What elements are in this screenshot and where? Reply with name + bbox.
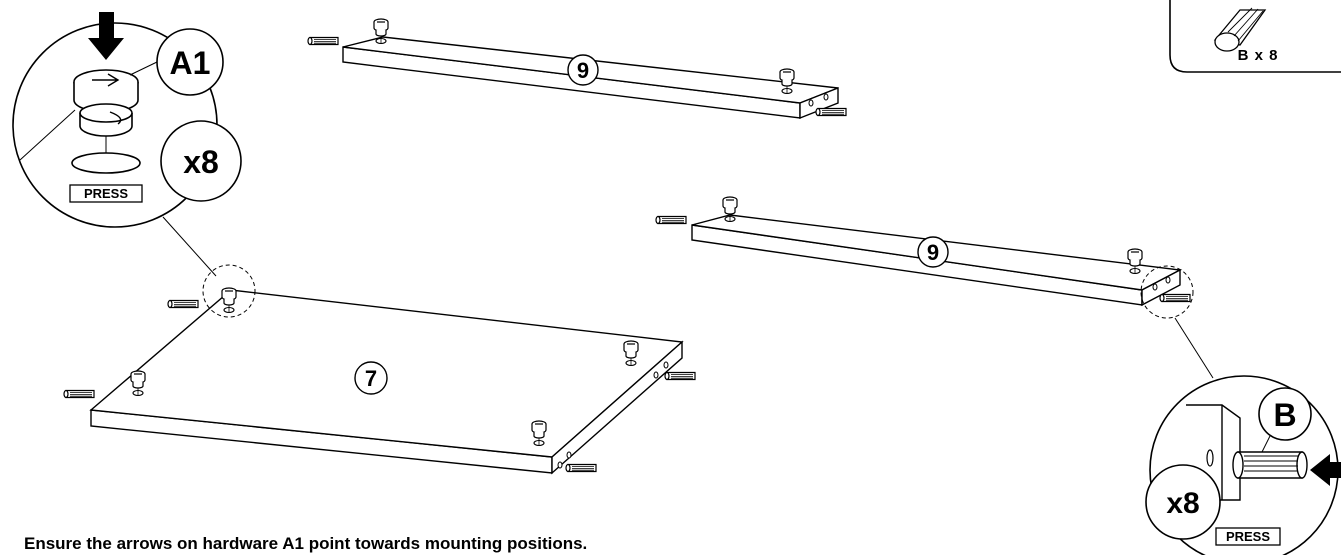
press-arrow-icon [1310,454,1341,486]
press-arrow-icon [88,12,124,60]
press-label-a1: PRESS [84,186,128,201]
cam-lock-icon [71,69,141,174]
instruction-emphasis: A1 [282,534,304,553]
panel-label: 7 [365,366,377,391]
callout-b: B x8 PRESS [1145,375,1341,555]
hardware-kit-label: B x 8 [1238,47,1279,64]
press-label-b: PRESS [1226,529,1270,544]
quantity-a1: x8 [183,144,219,180]
panel-9-right: 9 [655,196,1214,379]
panel-label: 9 [577,58,589,83]
quantity-b: x8 [1166,487,1199,520]
wooden-dowel-icon [1232,451,1308,479]
panel-label: 9 [927,240,939,265]
wooden-dowel-icon [1213,7,1267,52]
hardware-kit-box: B x 8 [1169,0,1341,73]
panel-9-top: 9 [307,18,847,120]
callout-a1: A1 x8 PRESS [12,12,242,277]
part-label-a1: A1 [170,45,211,81]
part-label-b: B [1273,397,1296,433]
instruction-prefix: Ensure the arrows on hardware [24,534,283,553]
instruction-suffix: point towards mounting positions. [303,534,588,553]
panel-7: 7 [63,264,696,475]
instruction-text: Ensure the arrows on hardware A1 point t… [24,534,587,554]
